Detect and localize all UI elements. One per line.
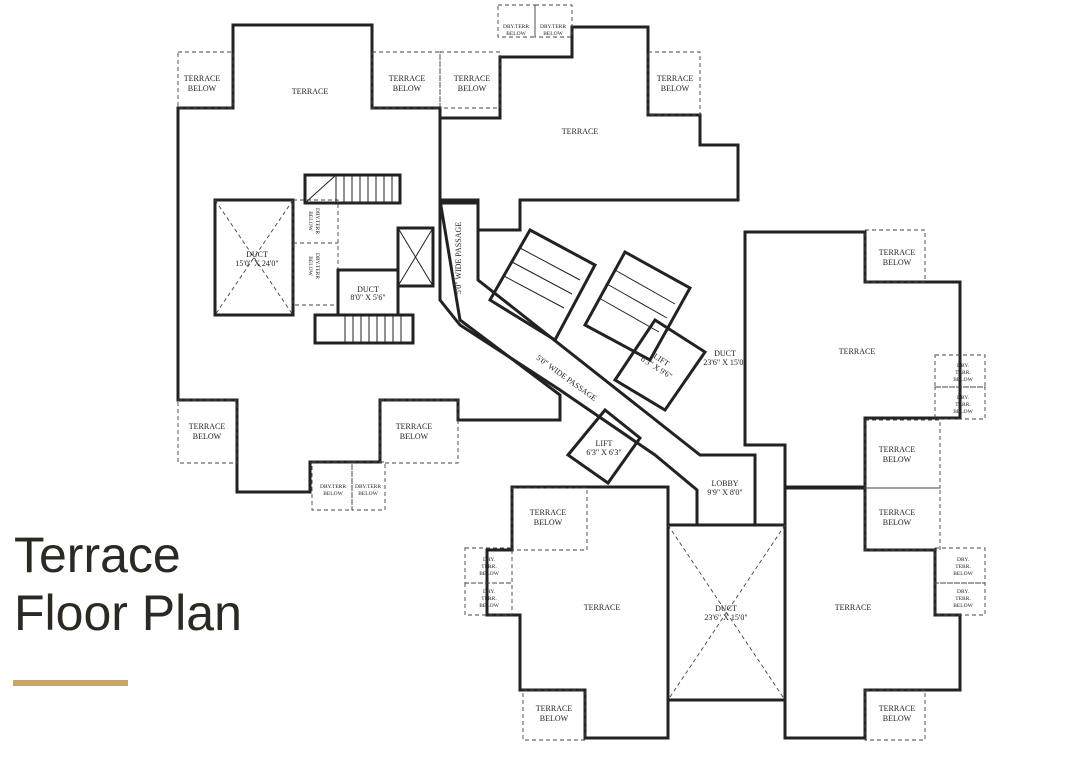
label-terrace: TERRACE bbox=[584, 603, 621, 612]
label-terrace-below: TERRACE bbox=[879, 704, 916, 713]
label-terrace-below: TERRACE bbox=[879, 445, 916, 454]
label-terrace-below: BELOW bbox=[393, 84, 422, 93]
label-dry-terr: BELOW bbox=[307, 256, 313, 276]
bottom-left-terrace bbox=[485, 485, 670, 740]
label-duct: DUCT bbox=[715, 604, 737, 613]
lift-large bbox=[612, 317, 708, 413]
label-terrace: TERRACE bbox=[292, 87, 329, 96]
label-dry-terr: BELOW bbox=[953, 377, 973, 383]
label-passage: 5'0" WIDE PASSAGE bbox=[454, 222, 463, 294]
duct-left bbox=[213, 198, 295, 317]
label-terrace-below: BELOW bbox=[883, 518, 912, 527]
label-dry-terr: TERR. bbox=[955, 564, 971, 570]
label-dry-terr: BELOW bbox=[323, 491, 343, 497]
title-line-1: Terrace bbox=[14, 527, 181, 583]
label-dry-terr: TERR. bbox=[481, 564, 497, 570]
label-dry-terr: DRY.TERR bbox=[355, 484, 381, 490]
label-dry-terr: DRY. bbox=[483, 557, 496, 563]
label-dry-terr: DRY. bbox=[957, 395, 970, 401]
label-dry-terr: TERR. bbox=[955, 370, 971, 376]
label-dry-terr: DRY. bbox=[957, 589, 970, 595]
label-dry-terr: BELOW bbox=[307, 211, 313, 231]
terrace-labels: TERRACE TERRACE TERRACE TERRACE TERRACE bbox=[292, 87, 876, 612]
left-terrace-area bbox=[176, 23, 562, 494]
label-terrace-below: BELOW bbox=[883, 714, 912, 723]
label-dry-terr: BELOW bbox=[479, 603, 499, 609]
duct-bottom bbox=[666, 523, 787, 702]
title-accent-bar bbox=[13, 680, 128, 686]
label-terrace-below: TERRACE bbox=[396, 422, 433, 431]
label-lift-size: 6'3" X 6'3" bbox=[586, 448, 621, 457]
label-dry-terr: BELOW bbox=[479, 571, 499, 577]
label-terrace-below: TERRACE bbox=[530, 508, 567, 517]
label-terrace-below: TERRACE bbox=[189, 422, 226, 431]
label-terrace-below: TERRACE bbox=[454, 74, 491, 83]
label-terrace-below: BELOW bbox=[534, 518, 563, 527]
label-terrace: TERRACE bbox=[562, 127, 599, 136]
label-dry-terr: DRY.TERR bbox=[314, 253, 320, 279]
label-terrace-below: TERRACE bbox=[879, 508, 916, 517]
label-terrace-below: BELOW bbox=[883, 455, 912, 464]
label-dry-terr: DRY.TERR bbox=[540, 24, 566, 30]
label-lobby-size: 9'9" X 8'0" bbox=[707, 488, 742, 497]
label-terrace-below: BELOW bbox=[188, 84, 217, 93]
label-duct: DUCT bbox=[246, 250, 268, 259]
label-duct-size: 15'0" X 24'0" bbox=[235, 259, 278, 268]
label-terrace-below: TERRACE bbox=[184, 74, 221, 83]
stair-bottom bbox=[313, 313, 415, 345]
label-dry-terr: BELOW bbox=[953, 571, 973, 577]
stair-diagonal-1 bbox=[487, 227, 598, 343]
lift-small bbox=[565, 407, 643, 486]
shaft bbox=[396, 226, 435, 288]
label-terrace-below: BELOW bbox=[193, 432, 222, 441]
label-terrace-below: TERRACE bbox=[389, 74, 426, 83]
label-dry-terr: BELOW bbox=[506, 31, 526, 37]
label-dry-terr: DRY. bbox=[483, 589, 496, 595]
label-dry-terr: DRY.TERR bbox=[320, 484, 346, 490]
label-dry-terr: TERR. bbox=[481, 596, 497, 602]
label-terrace-below: BELOW bbox=[661, 84, 690, 93]
label-terrace: TERRACE bbox=[839, 347, 876, 356]
label-terrace-below: TERRACE bbox=[879, 248, 916, 257]
label-dry-terr: BELOW bbox=[953, 409, 973, 415]
right-terrace bbox=[743, 230, 962, 490]
label-dry-terr: DRY. bbox=[957, 557, 970, 563]
label-dry-terr: DRY. bbox=[957, 363, 970, 369]
label-duct: DUCT bbox=[714, 349, 736, 358]
label-terrace-below: BELOW bbox=[540, 714, 569, 723]
label-terrace-below: BELOW bbox=[400, 432, 429, 441]
label-dry-terr: TERR. bbox=[955, 402, 971, 408]
label-dry-terr: BELOW bbox=[953, 603, 973, 609]
label-lift: LIFT bbox=[596, 439, 613, 448]
label-duct-size: 8'0" X 5'6" bbox=[350, 293, 385, 302]
label-dry-terr: BELOW bbox=[358, 491, 378, 497]
stair-diagonal-2 bbox=[582, 249, 693, 363]
label-terrace-below: TERRACE bbox=[657, 74, 694, 83]
bottom-right-terrace bbox=[783, 485, 962, 740]
label-duct-size: 23'6" X 15'0" bbox=[704, 613, 747, 622]
label-lobby: LOBBY bbox=[711, 479, 738, 488]
page-title: Terrace Floor Plan bbox=[14, 526, 242, 642]
label-dry-terr: DRY.TERR bbox=[503, 24, 529, 30]
label-terrace-below: TERRACE bbox=[536, 704, 573, 713]
label-terrace: TERRACE bbox=[835, 603, 872, 612]
label-dry-terr: TERR. bbox=[955, 596, 971, 602]
title-line-2: Floor Plan bbox=[14, 585, 242, 641]
label-terrace-below: BELOW bbox=[883, 258, 912, 267]
label-dry-terr: DRY.TERR bbox=[314, 208, 320, 234]
label-duct-size: 23'6" X 15'0" bbox=[703, 358, 746, 367]
label-terrace-below: BELOW bbox=[458, 84, 487, 93]
label-duct: DUCT bbox=[357, 285, 379, 294]
label-dry-terr: BELOW bbox=[543, 31, 563, 37]
terrace-below-outlines bbox=[177, 4, 986, 741]
